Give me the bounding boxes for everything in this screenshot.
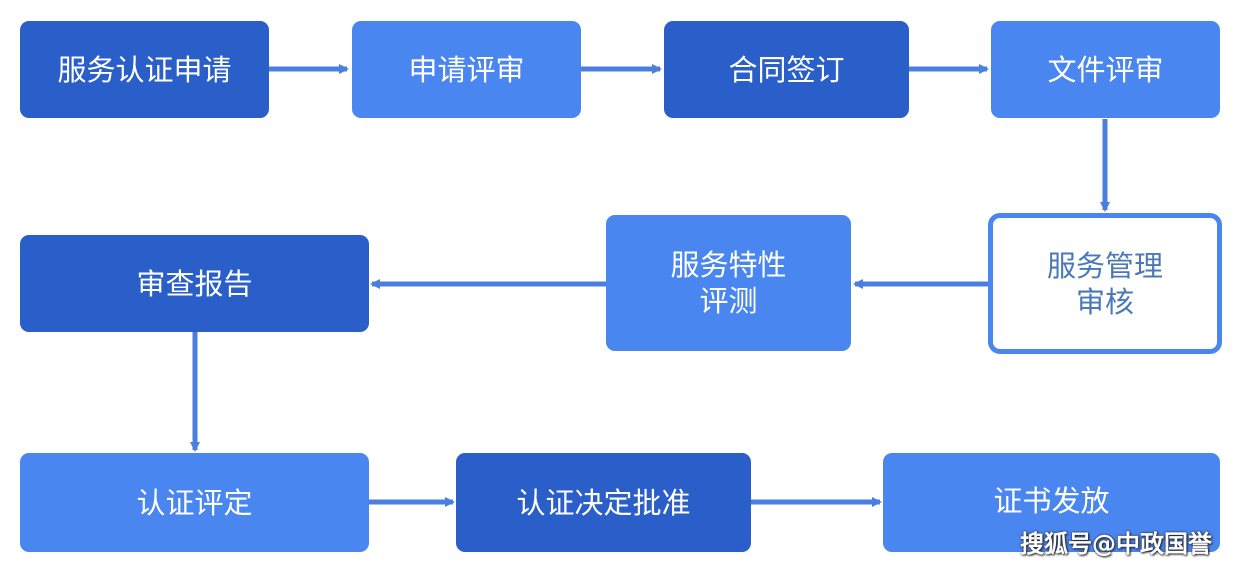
- step-label: 申请评审: [408, 52, 525, 87]
- step-certification-evaluation: 认证评定: [20, 453, 369, 552]
- step-label: 证书发放: [993, 483, 1110, 518]
- step-service-management-audit: 服务管理 审核: [988, 213, 1222, 354]
- watermark: 搜狐号@中政国誉: [1020, 530, 1212, 558]
- step-label: 认证评定: [136, 485, 253, 520]
- step-label: 服务管理 审核: [1046, 248, 1163, 319]
- step-label: 认证决定批准: [516, 485, 691, 520]
- step-label: 合同签订: [728, 52, 845, 87]
- step-certification-decision: 认证决定批准: [456, 453, 751, 552]
- step-application-review: 申请评审: [352, 21, 581, 118]
- step-review-report: 审查报告: [20, 235, 369, 332]
- step-label: 服务特性 评测: [670, 248, 787, 318]
- step-document-review: 文件评审: [991, 21, 1220, 118]
- step-label: 审查报告: [136, 266, 253, 301]
- step-contract-signing: 合同签订: [664, 21, 909, 118]
- step-label: 服务认证申请: [57, 52, 232, 87]
- step-service-characteristic-test: 服务特性 评测: [606, 215, 851, 351]
- step-service-cert-application: 服务认证申请: [20, 21, 269, 118]
- step-label: 文件评审: [1047, 52, 1164, 87]
- step-certificate-issuance: 证书发放: [883, 453, 1220, 552]
